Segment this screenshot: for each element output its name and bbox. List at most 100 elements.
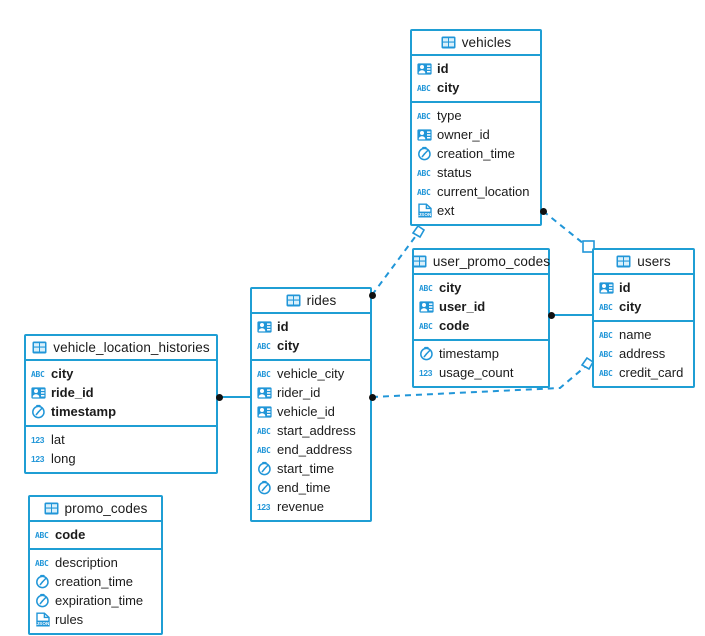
id-badge-icon	[599, 280, 614, 295]
field-row[interactable]: rider_id	[252, 383, 370, 402]
svg-text:JSON: JSON	[418, 212, 431, 217]
field-row[interactable]: owner_id	[412, 125, 540, 144]
field-row[interactable]: timestamp	[26, 402, 216, 421]
field-row[interactable]: timestamp	[414, 344, 548, 363]
field-row[interactable]: ABC type	[412, 106, 540, 125]
id-badge-icon	[257, 319, 272, 334]
field-row[interactable]: creation_time	[30, 572, 161, 591]
clock-icon	[419, 346, 434, 361]
field-row[interactable]: id	[594, 278, 693, 297]
primary-key-section-users: id ABC city	[594, 275, 693, 322]
table-name-users: users	[637, 254, 671, 269]
field-label: rules	[55, 612, 84, 627]
field-row[interactable]: user_id	[414, 297, 548, 316]
table-header-promo_codes[interactable]: promo_codes	[30, 497, 161, 522]
field-row[interactable]: 123 lat	[26, 430, 216, 449]
field-row[interactable]: ABC city	[252, 336, 370, 355]
field-row[interactable]: ABC city	[594, 297, 693, 316]
field-row[interactable]: end_time	[252, 478, 370, 497]
field-label: city	[277, 338, 300, 353]
endpoint-dot-vehicle-location-histories	[215, 393, 223, 401]
field-row[interactable]: id	[252, 317, 370, 336]
field-row[interactable]: expiration_time	[30, 591, 161, 610]
svg-text:123: 123	[419, 368, 433, 378]
field-row[interactable]: ABC end_address	[252, 440, 370, 459]
field-row[interactable]: 123 usage_count	[414, 363, 548, 382]
table-vehicle_location_histories[interactable]: vehicle_location_histories ABC city ride…	[24, 334, 218, 474]
abc-icon: ABC	[417, 165, 432, 180]
field-label: id	[437, 61, 449, 76]
field-label: type	[437, 108, 462, 123]
field-row[interactable]: ABC start_address	[252, 421, 370, 440]
id-badge-icon	[257, 385, 272, 400]
field-row[interactable]: ABC city	[414, 278, 548, 297]
field-label: lat	[51, 432, 65, 447]
column-section-vehicle_location_histories: 123 lat 123 long	[26, 427, 216, 472]
table-icon	[32, 340, 47, 355]
endpoint-dot-rides-bottom	[368, 393, 376, 401]
table-header-users[interactable]: users	[594, 250, 693, 275]
field-label: revenue	[277, 499, 324, 514]
field-row[interactable]: start_time	[252, 459, 370, 478]
svg-text:ABC: ABC	[417, 168, 431, 177]
field-row[interactable]: JSON rules	[30, 610, 161, 629]
field-row[interactable]: ABC vehicle_city	[252, 364, 370, 383]
svg-text:ABC: ABC	[419, 321, 433, 330]
clock-icon	[257, 461, 272, 476]
field-row[interactable]: ABC credit_card	[594, 363, 693, 382]
field-row[interactable]: 123 long	[26, 449, 216, 468]
field-label: code	[55, 527, 86, 542]
field-label: city	[619, 299, 642, 314]
table-promo_codes[interactable]: promo_codes ABC code ABC description cre…	[28, 495, 163, 635]
id-badge-icon	[417, 127, 432, 142]
abc-icon: ABC	[31, 366, 46, 381]
field-label: status	[437, 165, 472, 180]
field-row[interactable]: ride_id	[26, 383, 216, 402]
abc-icon: ABC	[599, 365, 614, 380]
svg-text:ABC: ABC	[599, 368, 613, 377]
field-row[interactable]: ABC address	[594, 344, 693, 363]
field-row[interactable]: ABC code	[30, 525, 161, 544]
field-row[interactable]: vehicle_id	[252, 402, 370, 421]
svg-text:ABC: ABC	[257, 341, 271, 350]
endpoint-dot-vehicles	[539, 207, 547, 215]
primary-key-section-vehicles: id ABC city	[412, 56, 540, 103]
table-icon	[616, 254, 631, 269]
svg-text:ABC: ABC	[417, 111, 431, 120]
field-row[interactable]: JSON ext	[412, 201, 540, 220]
field-row[interactable]: ABC city	[412, 78, 540, 97]
clock-icon	[35, 574, 50, 589]
field-row[interactable]: id	[412, 59, 540, 78]
primary-key-section-vehicle_location_histories: ABC city ride_id timestamp	[26, 361, 216, 427]
svg-text:ABC: ABC	[419, 283, 433, 292]
field-label: creation_time	[437, 146, 516, 161]
table-header-vehicles[interactable]: vehicles	[412, 31, 540, 56]
table-user_promo_codes[interactable]: user_promo_codes ABC city user_id ABC co…	[412, 248, 550, 388]
table-header-vehicle_location_histories[interactable]: vehicle_location_histories	[26, 336, 216, 361]
clock-icon	[31, 404, 46, 419]
field-row[interactable]: creation_time	[412, 144, 540, 163]
field-label: description	[55, 555, 118, 570]
field-row[interactable]: 123 revenue	[252, 497, 370, 516]
table-header-rides[interactable]: rides	[252, 289, 370, 314]
field-label: city	[439, 280, 462, 295]
abc-icon: ABC	[257, 423, 272, 438]
table-rides[interactable]: rides id ABC city ABC vehicle_city rider…	[250, 287, 372, 522]
table-name-vehicles: vehicles	[461, 35, 512, 50]
field-row[interactable]: ABC code	[414, 316, 548, 335]
field-label: city	[437, 80, 460, 95]
123-icon: 123	[31, 451, 46, 466]
field-label: current_location	[437, 184, 530, 199]
table-header-user_promo_codes[interactable]: user_promo_codes	[412, 250, 550, 275]
field-row[interactable]: ABC current_location	[412, 182, 540, 201]
table-users[interactable]: users id ABC city ABC name ABC address A…	[592, 248, 695, 388]
table-vehicles[interactable]: vehicles id ABC city ABC type owner_id	[410, 29, 542, 226]
field-row[interactable]: ABC city	[26, 364, 216, 383]
field-row[interactable]: ABC name	[594, 325, 693, 344]
svg-text:ABC: ABC	[599, 349, 613, 358]
field-label: timestamp	[51, 404, 117, 419]
field-label: city	[51, 366, 74, 381]
field-row[interactable]: ABC description	[30, 553, 161, 572]
field-row[interactable]: ABC status	[412, 163, 540, 182]
